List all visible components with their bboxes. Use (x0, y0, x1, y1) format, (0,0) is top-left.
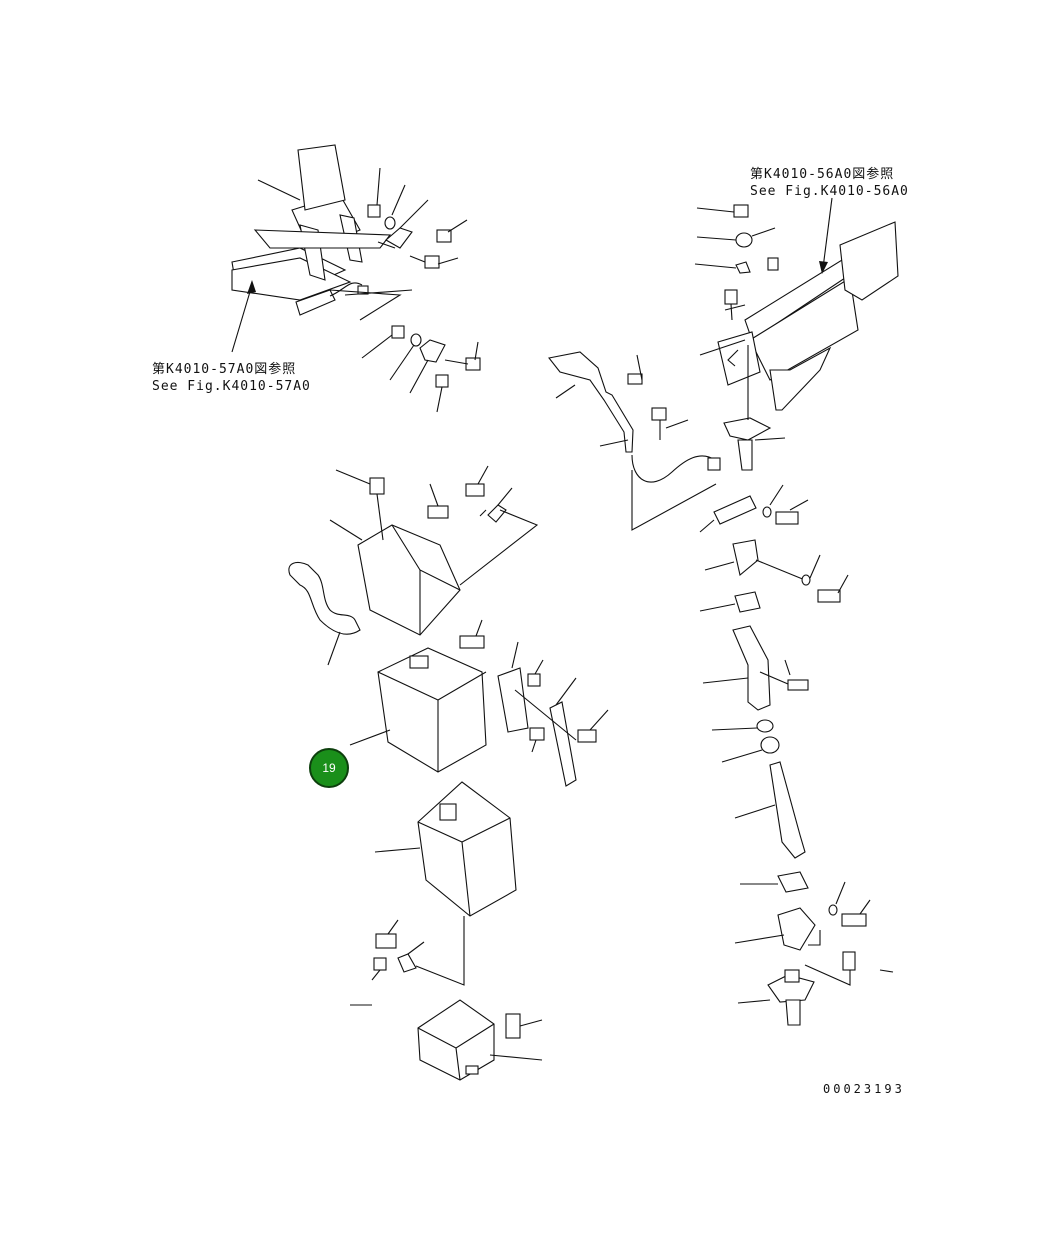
reference-fig-57a0-en: See Fig.K4010-57A0 (152, 379, 311, 394)
upper-cover-assembly (288, 465, 539, 666)
part-callout-19[interactable]: 19 (309, 748, 349, 788)
bottom-bracket-assembly (417, 999, 543, 1081)
reference-fig-56a0: 第K4010-56A0図参照 See Fig.K4010-56A0 (750, 166, 909, 200)
control-lever (548, 351, 721, 531)
reference-fig-56a0-en: See Fig.K4010-56A0 (750, 184, 909, 199)
reference-fig-56a0-jp: 第K4010-56A0図参照 (750, 167, 895, 182)
reference-fig-57a0-jp: 第K4010-57A0図参照 (152, 362, 297, 377)
right-column-shaft-parts (699, 484, 894, 1026)
reference-arrow-56a0 (819, 197, 833, 274)
upper-left-hardware (361, 167, 481, 413)
cover-part-19 (349, 619, 609, 787)
drawing-number: 00023193 (823, 1082, 905, 1096)
upper-right-frame-assembly (699, 221, 899, 471)
lower-cover-assembly (350, 781, 517, 1006)
reference-arrow-57a0 (231, 280, 256, 353)
reference-fig-57a0: 第K4010-57A0図参照 See Fig.K4010-57A0 (152, 361, 311, 395)
upper-left-frame-assembly (231, 144, 413, 321)
upper-right-hardware (694, 204, 779, 321)
